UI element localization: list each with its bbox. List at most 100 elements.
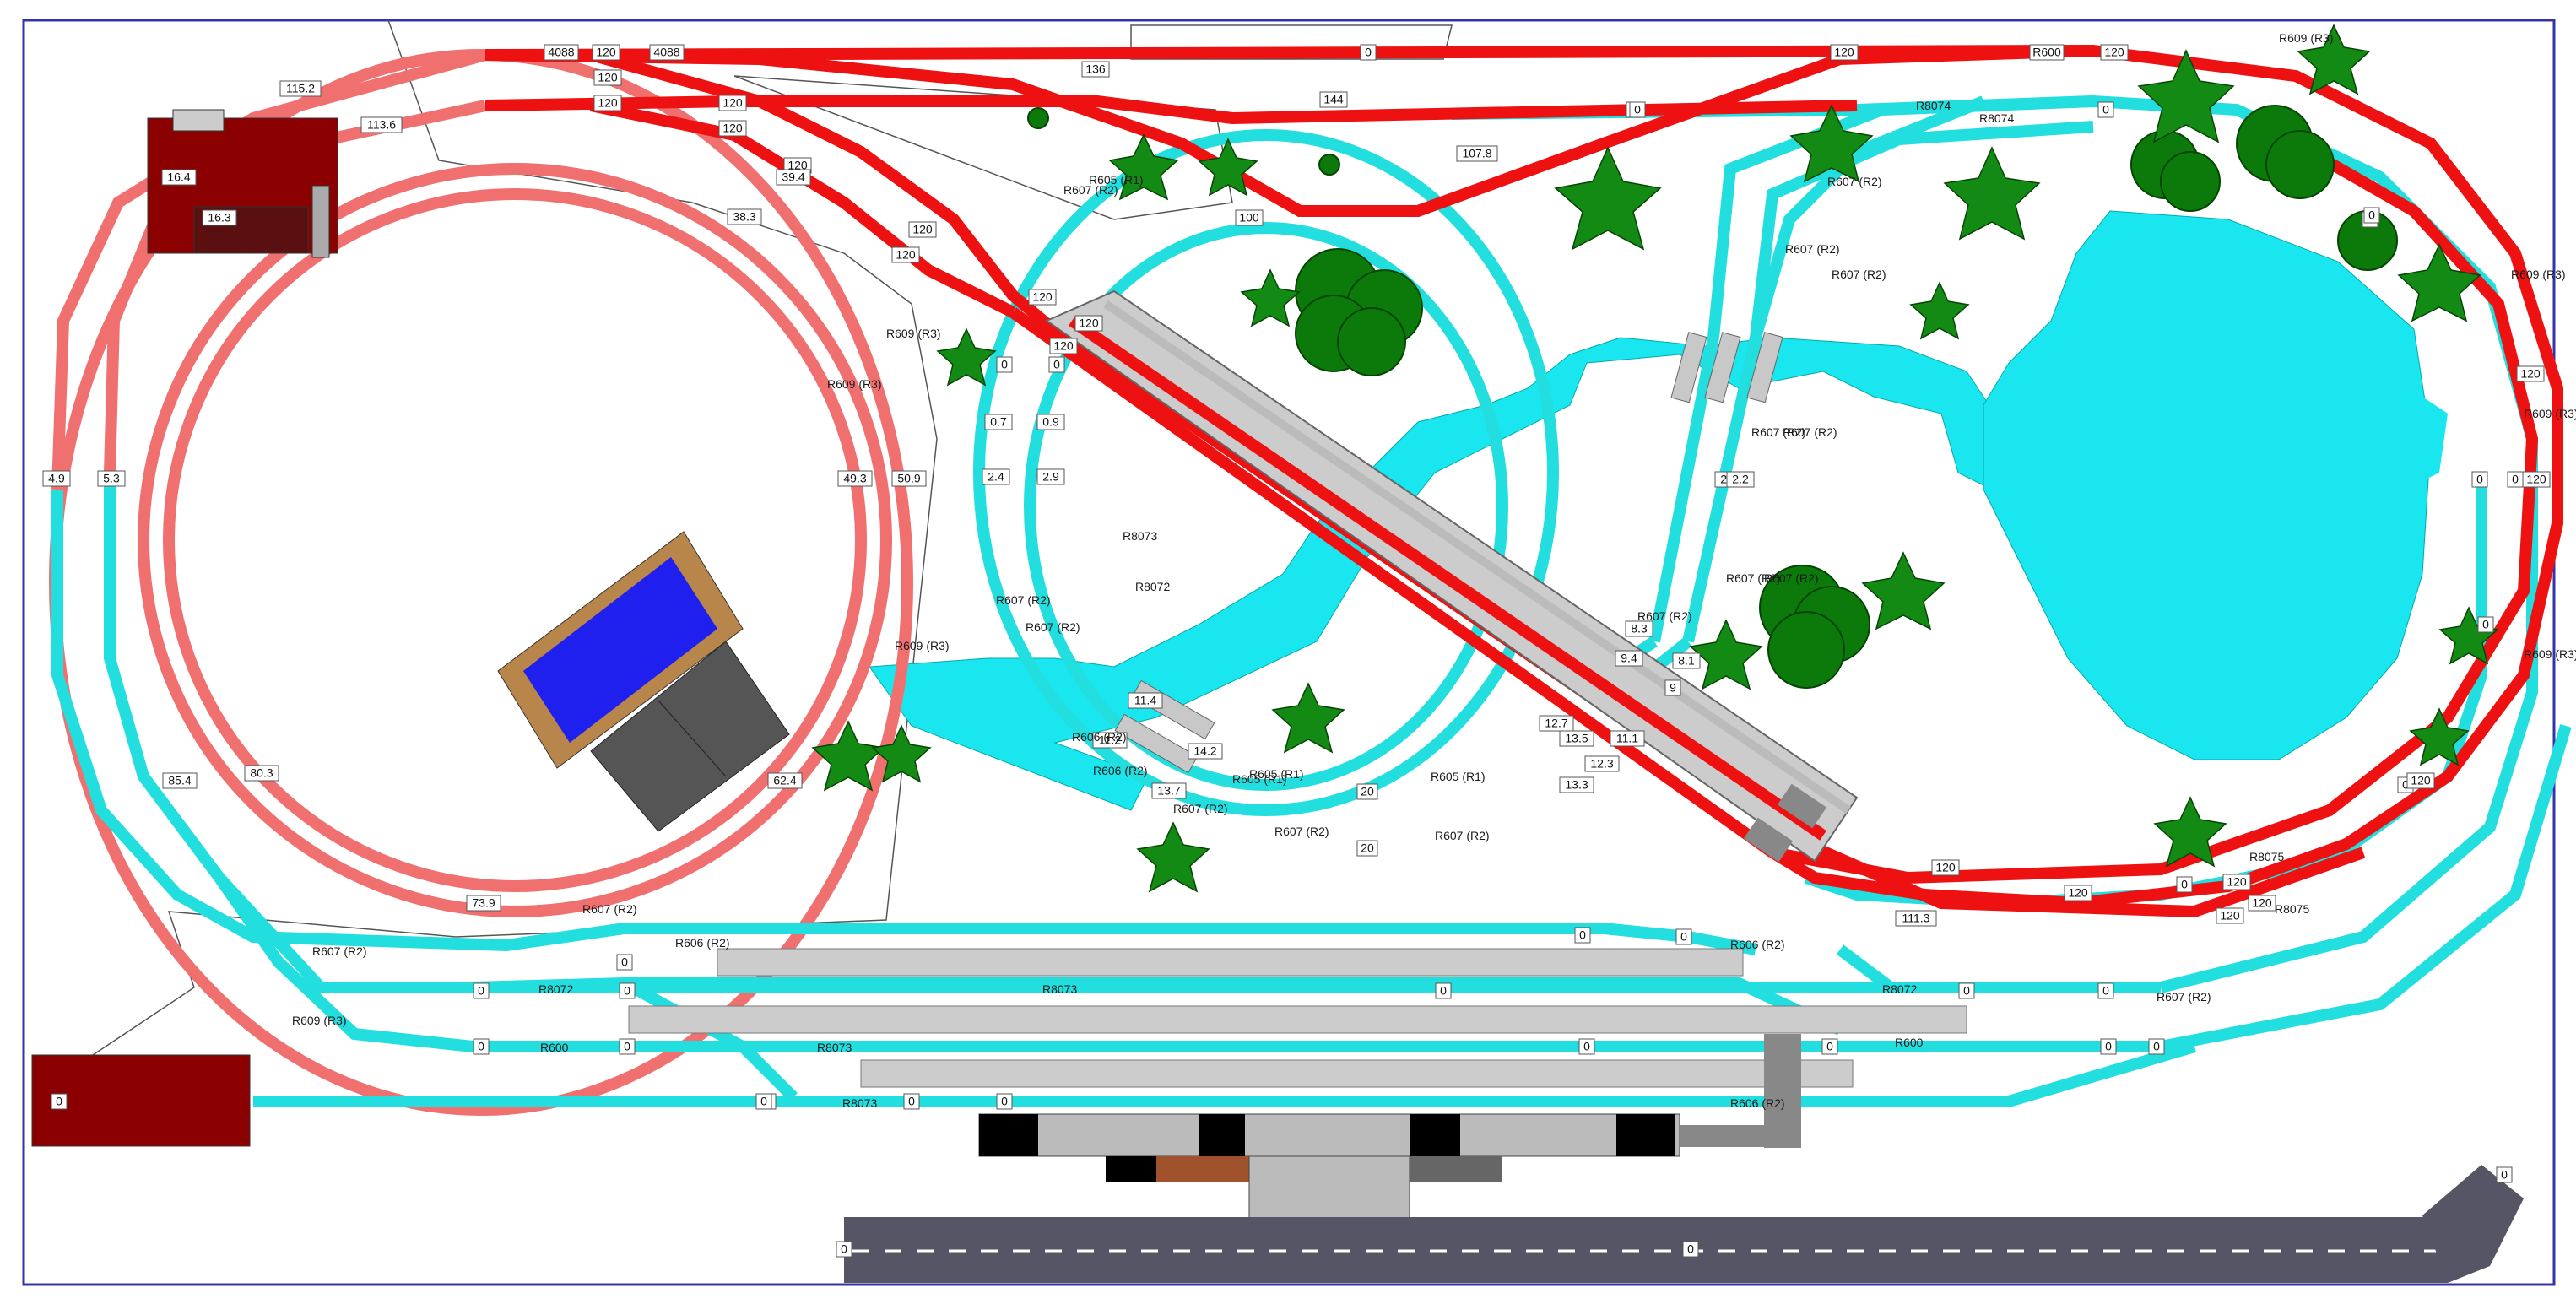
track-code: R607 (R2) [1726, 571, 1781, 585]
length-label: 0 [1629, 101, 1646, 118]
length-label: 0 [1675, 928, 1692, 945]
svg-text:120: 120 [596, 46, 616, 59]
length-label: R600 [2029, 44, 2065, 61]
length-label: 2.4 [982, 468, 1010, 485]
svg-text:0: 0 [2501, 1168, 2508, 1182]
length-label: 0 [2097, 101, 2114, 118]
pink-outer-circle [138, 163, 892, 917]
track-code: R606 (R2) [675, 936, 730, 950]
yard-platform [717, 948, 1744, 977]
svg-text:11.2: 11.2 [1099, 733, 1121, 747]
length-label: 120 [718, 120, 747, 137]
svg-text:0: 0 [2512, 473, 2519, 486]
svg-text:0: 0 [1579, 928, 1586, 942]
track-code: R8074 [1979, 111, 2014, 125]
svg-text:80.3: 80.3 [250, 766, 273, 780]
svg-text:2.9: 2.9 [1042, 470, 1059, 484]
length-label: 0 [996, 1093, 1013, 1110]
track-code: R605 (R1) [1249, 767, 1304, 781]
length-label: 62.4 [767, 772, 803, 789]
svg-text:8.1: 8.1 [1678, 654, 1695, 668]
length-label: 0 [836, 1241, 852, 1258]
svg-text:14.2: 14.2 [1193, 744, 1216, 758]
svg-text:0: 0 [56, 1095, 62, 1108]
svg-text:39.4: 39.4 [782, 170, 804, 184]
length-label: 2.2 [1726, 471, 1755, 488]
track-code: R609 (R3) [2279, 31, 2334, 45]
track-code: R605 (R1) [1232, 772, 1287, 786]
svg-text:0: 0 [621, 955, 628, 969]
length-label: 38.3 [727, 208, 762, 225]
svg-text:120: 120 [2220, 909, 2240, 923]
track-code: R607 (R2) [1764, 571, 1819, 585]
track-code: R8075 [2275, 902, 2309, 916]
svg-text:13.3: 13.3 [1565, 778, 1588, 792]
svg-text:0: 0 [1687, 1242, 1694, 1256]
svg-text:120: 120 [722, 122, 743, 135]
svg-text:120: 120 [2104, 46, 2124, 59]
length-label: 0 [1048, 356, 1065, 373]
length-label: 4.9 [42, 470, 71, 487]
length-label: 115.2 [279, 80, 322, 97]
building-left [147, 109, 338, 258]
road [844, 1165, 2524, 1283]
length-label: 100 [1235, 209, 1264, 226]
lake [2422, 397, 2448, 481]
length-label: 0 [903, 1093, 920, 1110]
length-label: 20 [1356, 783, 1378, 800]
svg-text:0: 0 [1634, 103, 1641, 116]
svg-text:2.2: 2.2 [1732, 473, 1749, 486]
track-code: R609 (R3) [2511, 268, 2566, 281]
length-label: 0.9 [1036, 414, 1065, 430]
length-label: 13.7 [1151, 782, 1187, 799]
diagonal-station [1044, 289, 1859, 863]
track-code: R8072 [1882, 982, 1917, 996]
length-label: 0 [2477, 616, 2494, 633]
length-label: 4088 [544, 44, 579, 61]
svg-text:115.2: 115.2 [286, 82, 315, 95]
length-label: 120 [593, 95, 622, 111]
length-label: 120 [2216, 907, 2244, 924]
length-label: 16.3 [202, 209, 237, 226]
length-label: 73.9 [466, 895, 501, 912]
svg-text:120: 120 [1079, 317, 1099, 330]
track-code: R607 (R2) [1274, 825, 1329, 838]
length-label: 8.3 [1625, 620, 1653, 637]
svg-text:R600: R600 [2032, 46, 2061, 59]
length-label: 50.9 [891, 470, 927, 487]
track-code: R609 (R3) [827, 377, 882, 391]
length-label: 120 [593, 69, 622, 86]
track-code: R609 (R3) [895, 639, 950, 652]
svg-text:0: 0 [2102, 103, 2109, 116]
length-label: 120 [1830, 44, 1859, 61]
track-code: R600 [540, 1041, 569, 1054]
length-label: 113.6 [360, 116, 403, 133]
length-label: 111.3 [1895, 910, 1937, 927]
svg-text:120: 120 [896, 248, 916, 262]
length-label: 0 [1360, 44, 1377, 61]
length-label: 11.4 [1128, 692, 1163, 709]
svg-text:0: 0 [1680, 930, 1687, 944]
length-label: 120 [2406, 772, 2435, 789]
track-code: R607 (R2) [1637, 609, 1692, 623]
svg-text:144: 144 [1323, 93, 1344, 106]
track-code: R607 (R2) [312, 944, 367, 958]
svg-text:0: 0 [841, 1242, 847, 1256]
svg-text:0: 0 [2402, 778, 2409, 792]
svg-text:85.4: 85.4 [168, 774, 191, 787]
svg-text:0.7: 0.7 [990, 415, 1007, 429]
svg-text:9.4: 9.4 [1621, 652, 1637, 665]
svg-text:120: 120 [2411, 774, 2431, 787]
length-label: 120 [891, 246, 920, 263]
svg-text:8.3: 8.3 [1631, 622, 1648, 636]
length-label: 0 [1578, 1038, 1595, 1055]
length-label: 120 [2516, 365, 2545, 382]
svg-text:120: 120 [2520, 367, 2541, 381]
svg-text:0: 0 [2476, 473, 2483, 486]
svg-text:11.4: 11.4 [1134, 694, 1156, 707]
svg-text:120: 120 [2252, 896, 2272, 910]
svg-text:62.4: 62.4 [773, 774, 796, 787]
svg-text:0: 0 [478, 1040, 484, 1053]
lake [1983, 210, 2432, 760]
